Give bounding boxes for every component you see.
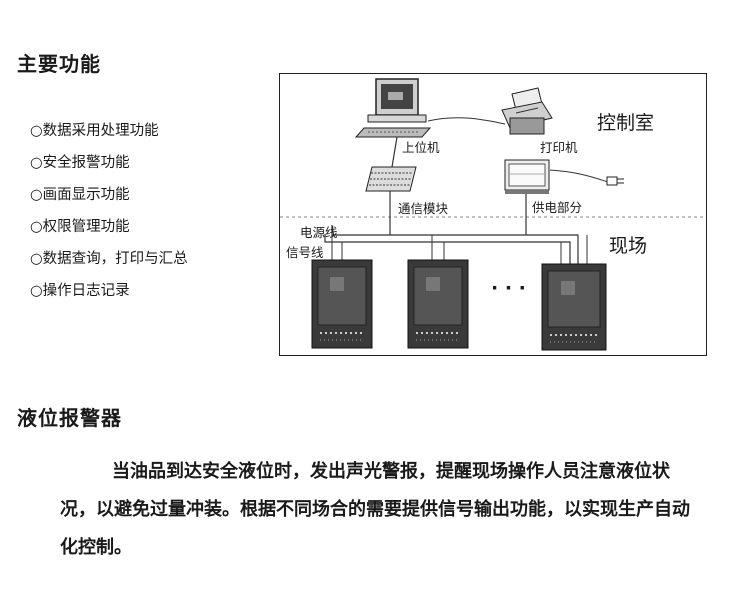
function-item: ○操作日志记录 [30,283,130,299]
functions-heading: 主要功能 [17,52,101,76]
function-item: ○权限管理功能 [30,219,130,235]
power-supply-icon [504,159,550,194]
function-list: ○数据采用处理功能 ○安全报警功能 ○画面显示功能 ○权限管理功能 ○数据查询，… [30,119,188,311]
field-device-icon [541,263,607,351]
function-item: ○数据采用处理功能 [30,123,159,139]
signal-line-label: 信号线 [286,245,324,260]
diagram-graphics [280,78,706,351]
comm-module-label: 通信模块 [398,201,449,216]
alarm-description: 当油品到达安全液位时，发出声光警报，提醒现场操作人员注意液位状况，以避免过量冲装… [60,453,700,567]
field-device-icon [311,259,373,349]
more-devices-ellipsis: · · · [491,277,526,299]
host-pc-label: 上位机 [402,140,440,155]
comm-module-icon [365,166,417,192]
alarm-description-text: 当油品到达安全液位时，发出声光警报，提醒现场操作人员注意液位状况，以避免过量冲装… [60,461,690,558]
control-room-label: 控制室 [597,112,655,134]
printer-icon [501,87,553,135]
system-diagram: 控制室 现场 上位机 打印机 通信模块 供电部分 电源线 信号线 · · · [279,73,707,356]
plug-icon [606,176,624,186]
field-label: 现场 [609,235,648,257]
power-line-label: 电源线 [300,225,338,240]
function-item: ○数据查询，打印与汇总 [30,251,188,267]
power-supply-label: 供电部分 [532,200,583,215]
alarm-heading: 液位报警器 [17,406,122,430]
function-item: ○画面显示功能 [30,187,130,203]
field-device-icon [407,259,469,349]
function-item: ○安全报警功能 [30,155,130,171]
computer-icon [354,78,432,138]
printer-label: 打印机 [540,140,578,155]
